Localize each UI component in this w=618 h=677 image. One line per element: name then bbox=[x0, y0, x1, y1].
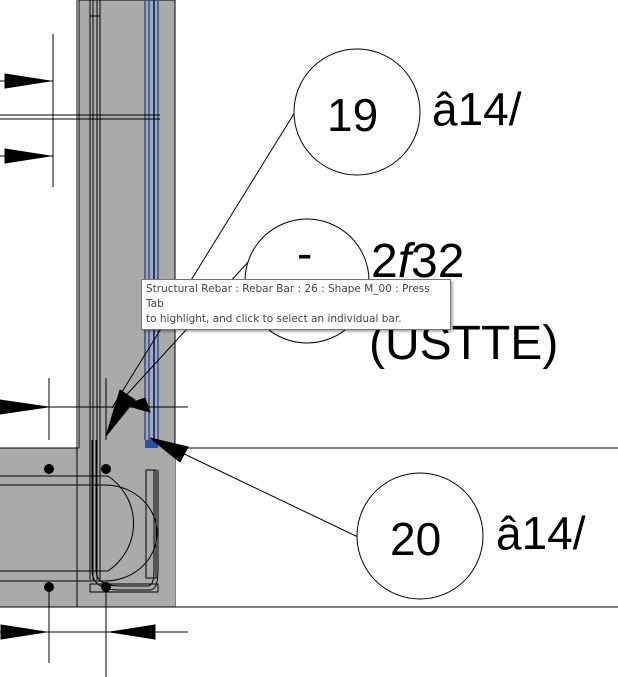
selected-rebar-bar[interactable] bbox=[144, 0, 159, 448]
dimension-bottom[interactable] bbox=[0, 585, 188, 677]
tag-label-bottom: â14/ bbox=[496, 507, 586, 559]
tag-number-bottom: 20 bbox=[390, 513, 442, 565]
dimension-left[interactable] bbox=[0, 34, 188, 440]
tag-number-top: 19 bbox=[327, 89, 379, 141]
slab-concrete[interactable] bbox=[0, 448, 175, 607]
tag-label-top: â14/ bbox=[432, 83, 522, 135]
tooltip-line-1: Structural Rebar : Rebar Bar : 26 : Shap… bbox=[146, 283, 430, 310]
tag-circle-top[interactable] bbox=[293, 48, 421, 176]
slab-rebar[interactable] bbox=[0, 440, 159, 593]
wall-rebar[interactable] bbox=[89, 0, 101, 580]
label-suffix: 32 bbox=[411, 235, 465, 288]
tooltip-line-2: to highlight, and click to select an ind… bbox=[146, 313, 402, 325]
hover-tooltip: Structural Rebar : Rebar Bar : 26 : Shap… bbox=[141, 279, 451, 330]
label-italic: f bbox=[397, 235, 412, 288]
tag-number-middle: - bbox=[297, 227, 313, 279]
tag-label-middle-line1: 2f32 bbox=[371, 238, 464, 286]
label-prefix: 2 bbox=[371, 235, 398, 288]
tag-circle-bottom[interactable] bbox=[356, 472, 484, 600]
